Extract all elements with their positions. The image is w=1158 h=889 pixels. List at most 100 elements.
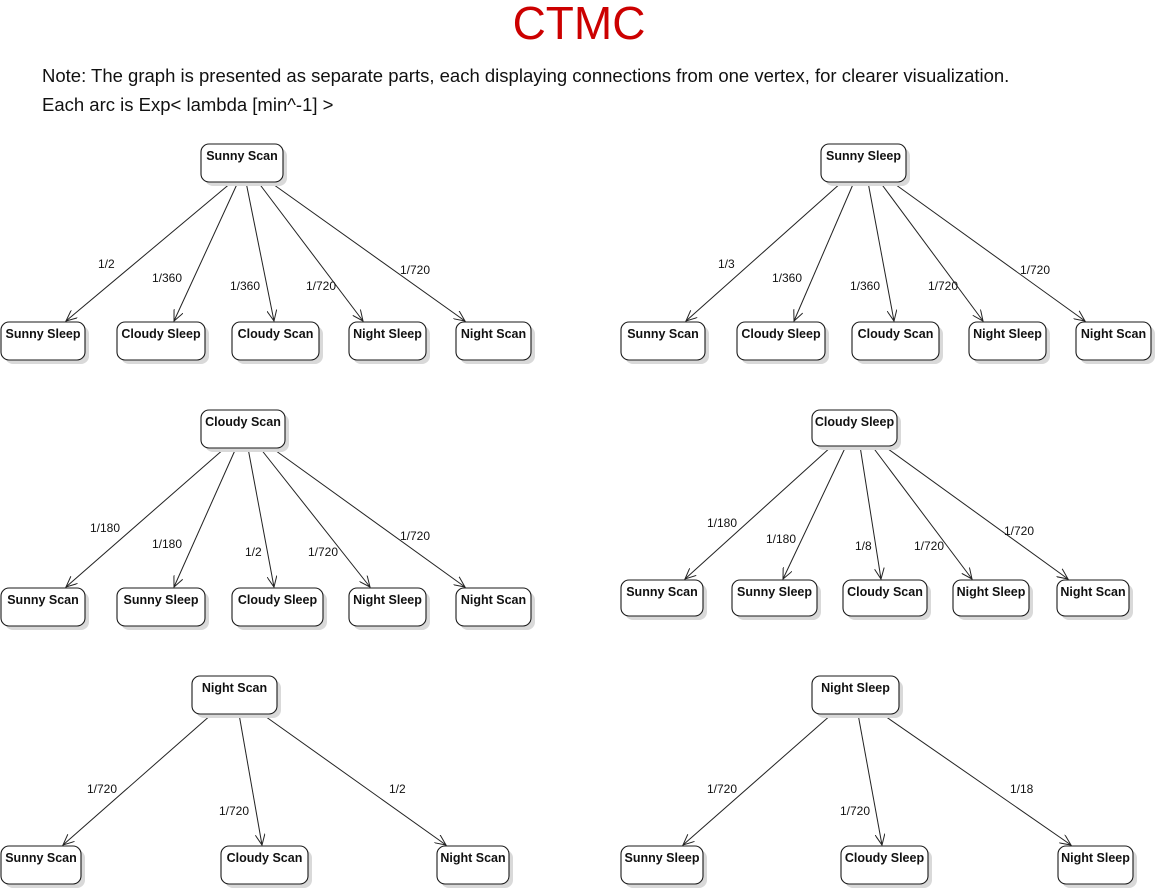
node-label: Night Scan bbox=[1081, 327, 1146, 341]
arc-rate-label: 1/180 bbox=[766, 532, 796, 546]
node-box bbox=[968, 321, 1047, 361]
arc-cloudy-sleep-to-sunny-sleep bbox=[783, 445, 847, 579]
arc-rate-label: 1/720 bbox=[914, 539, 944, 553]
node-box bbox=[840, 845, 929, 885]
node-box bbox=[455, 587, 532, 627]
node-label: Night Sleep bbox=[353, 327, 422, 341]
source-node-night-scan: Night Scan bbox=[191, 675, 281, 718]
arc-night-scan-to-night-scan bbox=[261, 713, 446, 845]
arc-rate-label: 1/360 bbox=[850, 279, 880, 293]
target-node-sunny-scan: Sunny Scan bbox=[0, 845, 85, 888]
node-box bbox=[736, 321, 826, 361]
arc-sunny-scan-to-cloudy-scan bbox=[245, 181, 274, 321]
target-node-cloudy-scan: Cloudy Scan bbox=[220, 845, 312, 888]
source-node-night-sleep: Night Sleep bbox=[811, 675, 903, 718]
arc-sunny-scan-to-night-scan bbox=[269, 181, 465, 321]
arc-night-scan-to-cloudy-scan bbox=[238, 713, 262, 845]
node-box bbox=[116, 587, 206, 627]
node-box bbox=[436, 845, 510, 885]
node-box bbox=[842, 579, 928, 617]
node-box bbox=[348, 587, 427, 627]
node-label: Night Sleep bbox=[353, 593, 422, 607]
target-node-sunny-scan: Sunny Scan bbox=[0, 587, 89, 630]
target-node-sunny-sleep: Sunny Sleep bbox=[620, 845, 707, 888]
node-label: Sunny Scan bbox=[7, 593, 79, 607]
node-label: Sunny Sleep bbox=[123, 593, 198, 607]
arc-rate-label: 1/8 bbox=[855, 539, 872, 553]
target-node-cloudy-scan: Cloudy Scan bbox=[851, 321, 943, 364]
node-box bbox=[116, 321, 206, 361]
node-label: Sunny Scan bbox=[5, 851, 77, 865]
arc-night-sleep-to-cloudy-sleep bbox=[857, 713, 882, 845]
arc-rate-label: 1/2 bbox=[98, 257, 115, 271]
arc-rate-label: 1/720 bbox=[1020, 263, 1050, 277]
node-box bbox=[220, 845, 309, 885]
node-box bbox=[200, 409, 286, 449]
arc-rate-label: 1/720 bbox=[87, 782, 117, 796]
node-box bbox=[811, 675, 900, 715]
node-box bbox=[851, 321, 940, 361]
page-title: CTMC bbox=[512, 0, 646, 49]
node-box bbox=[0, 587, 86, 627]
node-label: Cloudy Sleep bbox=[238, 593, 318, 607]
arc-sunny-sleep-to-sunny-scan bbox=[686, 181, 843, 321]
arc-rate-label: 1/2 bbox=[389, 782, 406, 796]
target-node-night-scan: Night Scan bbox=[455, 321, 535, 364]
arc-cloudy-sleep-to-night-scan bbox=[883, 445, 1068, 579]
node-box bbox=[952, 579, 1030, 617]
arc-cloudy-sleep-to-cloudy-scan bbox=[859, 445, 881, 579]
node-box bbox=[620, 845, 704, 885]
arc-cloudy-sleep-to-night-sleep bbox=[871, 445, 972, 579]
arc-cloudy-scan-to-sunny-scan bbox=[66, 447, 226, 587]
arc-rate-label: 1/720 bbox=[928, 279, 958, 293]
target-node-night-sleep: Night Sleep bbox=[1057, 845, 1137, 888]
arc-rate-label: 1/18 bbox=[1010, 782, 1034, 796]
arc-rate-label: 1/720 bbox=[306, 279, 336, 293]
node-label: Cloudy Sleep bbox=[741, 327, 821, 341]
node-label: Cloudy Scan bbox=[238, 327, 314, 341]
node-label: Sunny Sleep bbox=[826, 149, 901, 163]
arc-rate-label: 1/720 bbox=[840, 804, 870, 818]
arc-cloudy-sleep-to-sunny-scan bbox=[685, 445, 833, 579]
node-label: Night Scan bbox=[440, 851, 505, 865]
node-label: Night Sleep bbox=[957, 585, 1026, 599]
arc-rate-label: 1/720 bbox=[219, 804, 249, 818]
source-node-sunny-scan: Sunny Scan bbox=[200, 143, 287, 186]
arc-sunny-sleep-to-night-sleep bbox=[879, 181, 983, 321]
arc-sunny-scan-to-cloudy-sleep bbox=[174, 181, 239, 321]
node-label: Night Sleep bbox=[973, 327, 1042, 341]
target-node-cloudy-sleep: Cloudy Sleep bbox=[116, 321, 209, 364]
node-label: Night Scan bbox=[461, 327, 526, 341]
arc-night-scan-to-sunny-scan bbox=[63, 713, 213, 845]
target-node-night-sleep: Night Sleep bbox=[348, 321, 430, 364]
node-label: Night Scan bbox=[202, 681, 267, 695]
source-node-cloudy-scan: Cloudy Scan bbox=[200, 409, 289, 452]
target-node-sunny-sleep: Sunny Sleep bbox=[731, 579, 821, 620]
arc-sunny-sleep-to-night-scan bbox=[891, 181, 1085, 321]
target-node-night-scan: Night Scan bbox=[436, 845, 513, 888]
node-box bbox=[1056, 579, 1130, 617]
target-node-sunny-sleep: Sunny Sleep bbox=[116, 587, 209, 630]
target-node-night-sleep: Night Sleep bbox=[968, 321, 1050, 364]
node-box bbox=[820, 143, 907, 183]
target-node-cloudy-sleep: Cloudy Sleep bbox=[231, 587, 327, 630]
target-node-cloudy-sleep: Cloudy Sleep bbox=[736, 321, 829, 364]
note-line-1: Note: The graph is presented as separate… bbox=[42, 65, 1010, 86]
arc-rate-label: 1/720 bbox=[400, 529, 430, 543]
target-node-sunny-scan: Sunny Scan bbox=[620, 321, 709, 364]
arc-rate-label: 1/720 bbox=[707, 782, 737, 796]
arc-sunny-sleep-to-cloudy-sleep bbox=[794, 181, 855, 321]
node-box bbox=[1057, 845, 1134, 885]
node-box bbox=[811, 409, 898, 447]
arc-rate-label: 1/720 bbox=[308, 545, 338, 559]
arc-rate-label: 1/2 bbox=[245, 545, 262, 559]
node-label: Night Sleep bbox=[1061, 851, 1130, 865]
target-node-cloudy-scan: Cloudy Scan bbox=[231, 321, 323, 364]
node-box bbox=[731, 579, 818, 617]
node-label: Cloudy Sleep bbox=[845, 851, 925, 865]
node-label: Cloudy Scan bbox=[205, 415, 281, 429]
arc-rate-label: 1/360 bbox=[152, 271, 182, 285]
target-node-sunny-scan: Sunny Scan bbox=[620, 579, 707, 620]
node-label: Cloudy Scan bbox=[227, 851, 303, 865]
arc-rate-label: 1/360 bbox=[772, 271, 802, 285]
